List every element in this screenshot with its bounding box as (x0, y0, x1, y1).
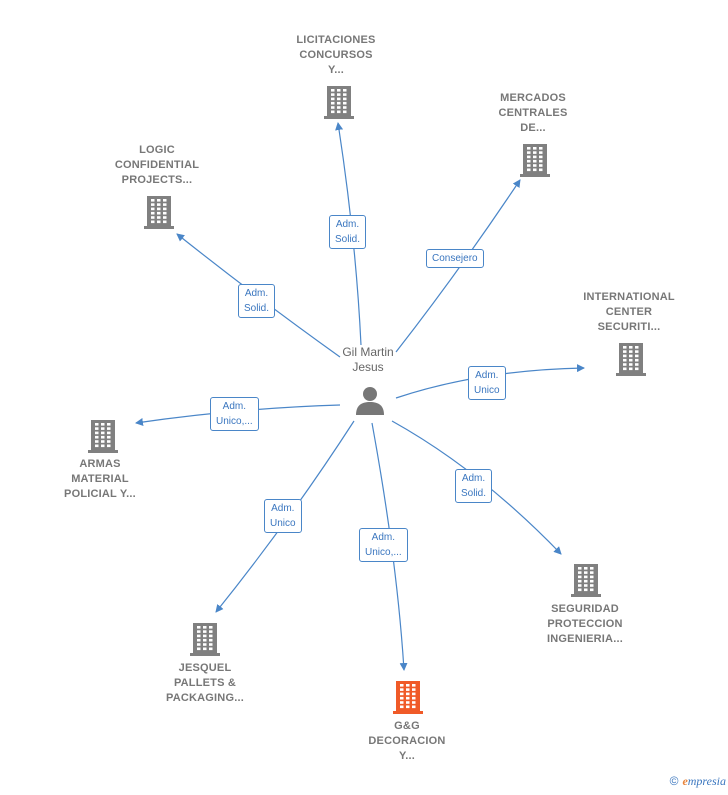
relation-badge-jesquel: Adm. Unico (264, 499, 302, 533)
company-label-logic[interactable]: LOGIC CONFIDENTIAL PROJECTS... (114, 144, 200, 186)
building-icon[interactable] (519, 142, 551, 183)
company-label-licitaciones[interactable]: LICITACIONES CONCURSOS Y... (296, 34, 376, 76)
company-label-gg[interactable]: G&G DECORACION Y... (368, 720, 446, 762)
relation-badge-gg: Adm. Unico,... (359, 528, 408, 562)
company-label-jesquel[interactable]: JESQUEL PALLETS & PACKAGING... (166, 662, 244, 704)
footer-brand: ©empresia (670, 774, 726, 789)
relation-badge-mercados: Consejero (426, 249, 484, 268)
company-label-international[interactable]: INTERNATIONAL CENTER SECURITI... (583, 291, 675, 333)
building-icon[interactable] (392, 679, 424, 720)
company-label-armas[interactable]: ARMAS MATERIAL POLICIAL Y... (64, 458, 136, 500)
company-label-mercados[interactable]: MERCADOS CENTRALES DE... (498, 92, 568, 134)
building-icon[interactable] (615, 341, 647, 382)
relation-badge-seguridad: Adm. Solid. (455, 469, 493, 503)
building-icon[interactable] (143, 194, 175, 235)
brand-initial: e (682, 774, 688, 788)
company-label-seguridad[interactable]: SEGURIDAD PROTECCION INGENIERIA... (547, 603, 623, 645)
building-icon[interactable] (87, 418, 119, 459)
relation-badge-logic: Adm. Solid. (238, 284, 276, 318)
building-icon[interactable] (570, 562, 602, 603)
person-icon[interactable] (354, 384, 386, 421)
center-person-label[interactable]: Gil Martin Jesus (342, 345, 394, 374)
relation-badge-international: Adm. Unico (468, 366, 506, 400)
building-icon[interactable] (323, 84, 355, 125)
building-icon[interactable] (189, 621, 221, 662)
relation-badge-licitaciones: Adm. Solid. (329, 215, 367, 249)
relation-badge-armas: Adm. Unico,... (210, 397, 259, 431)
copyright-symbol: © (669, 774, 679, 788)
brand-name: mpresia (687, 774, 726, 788)
